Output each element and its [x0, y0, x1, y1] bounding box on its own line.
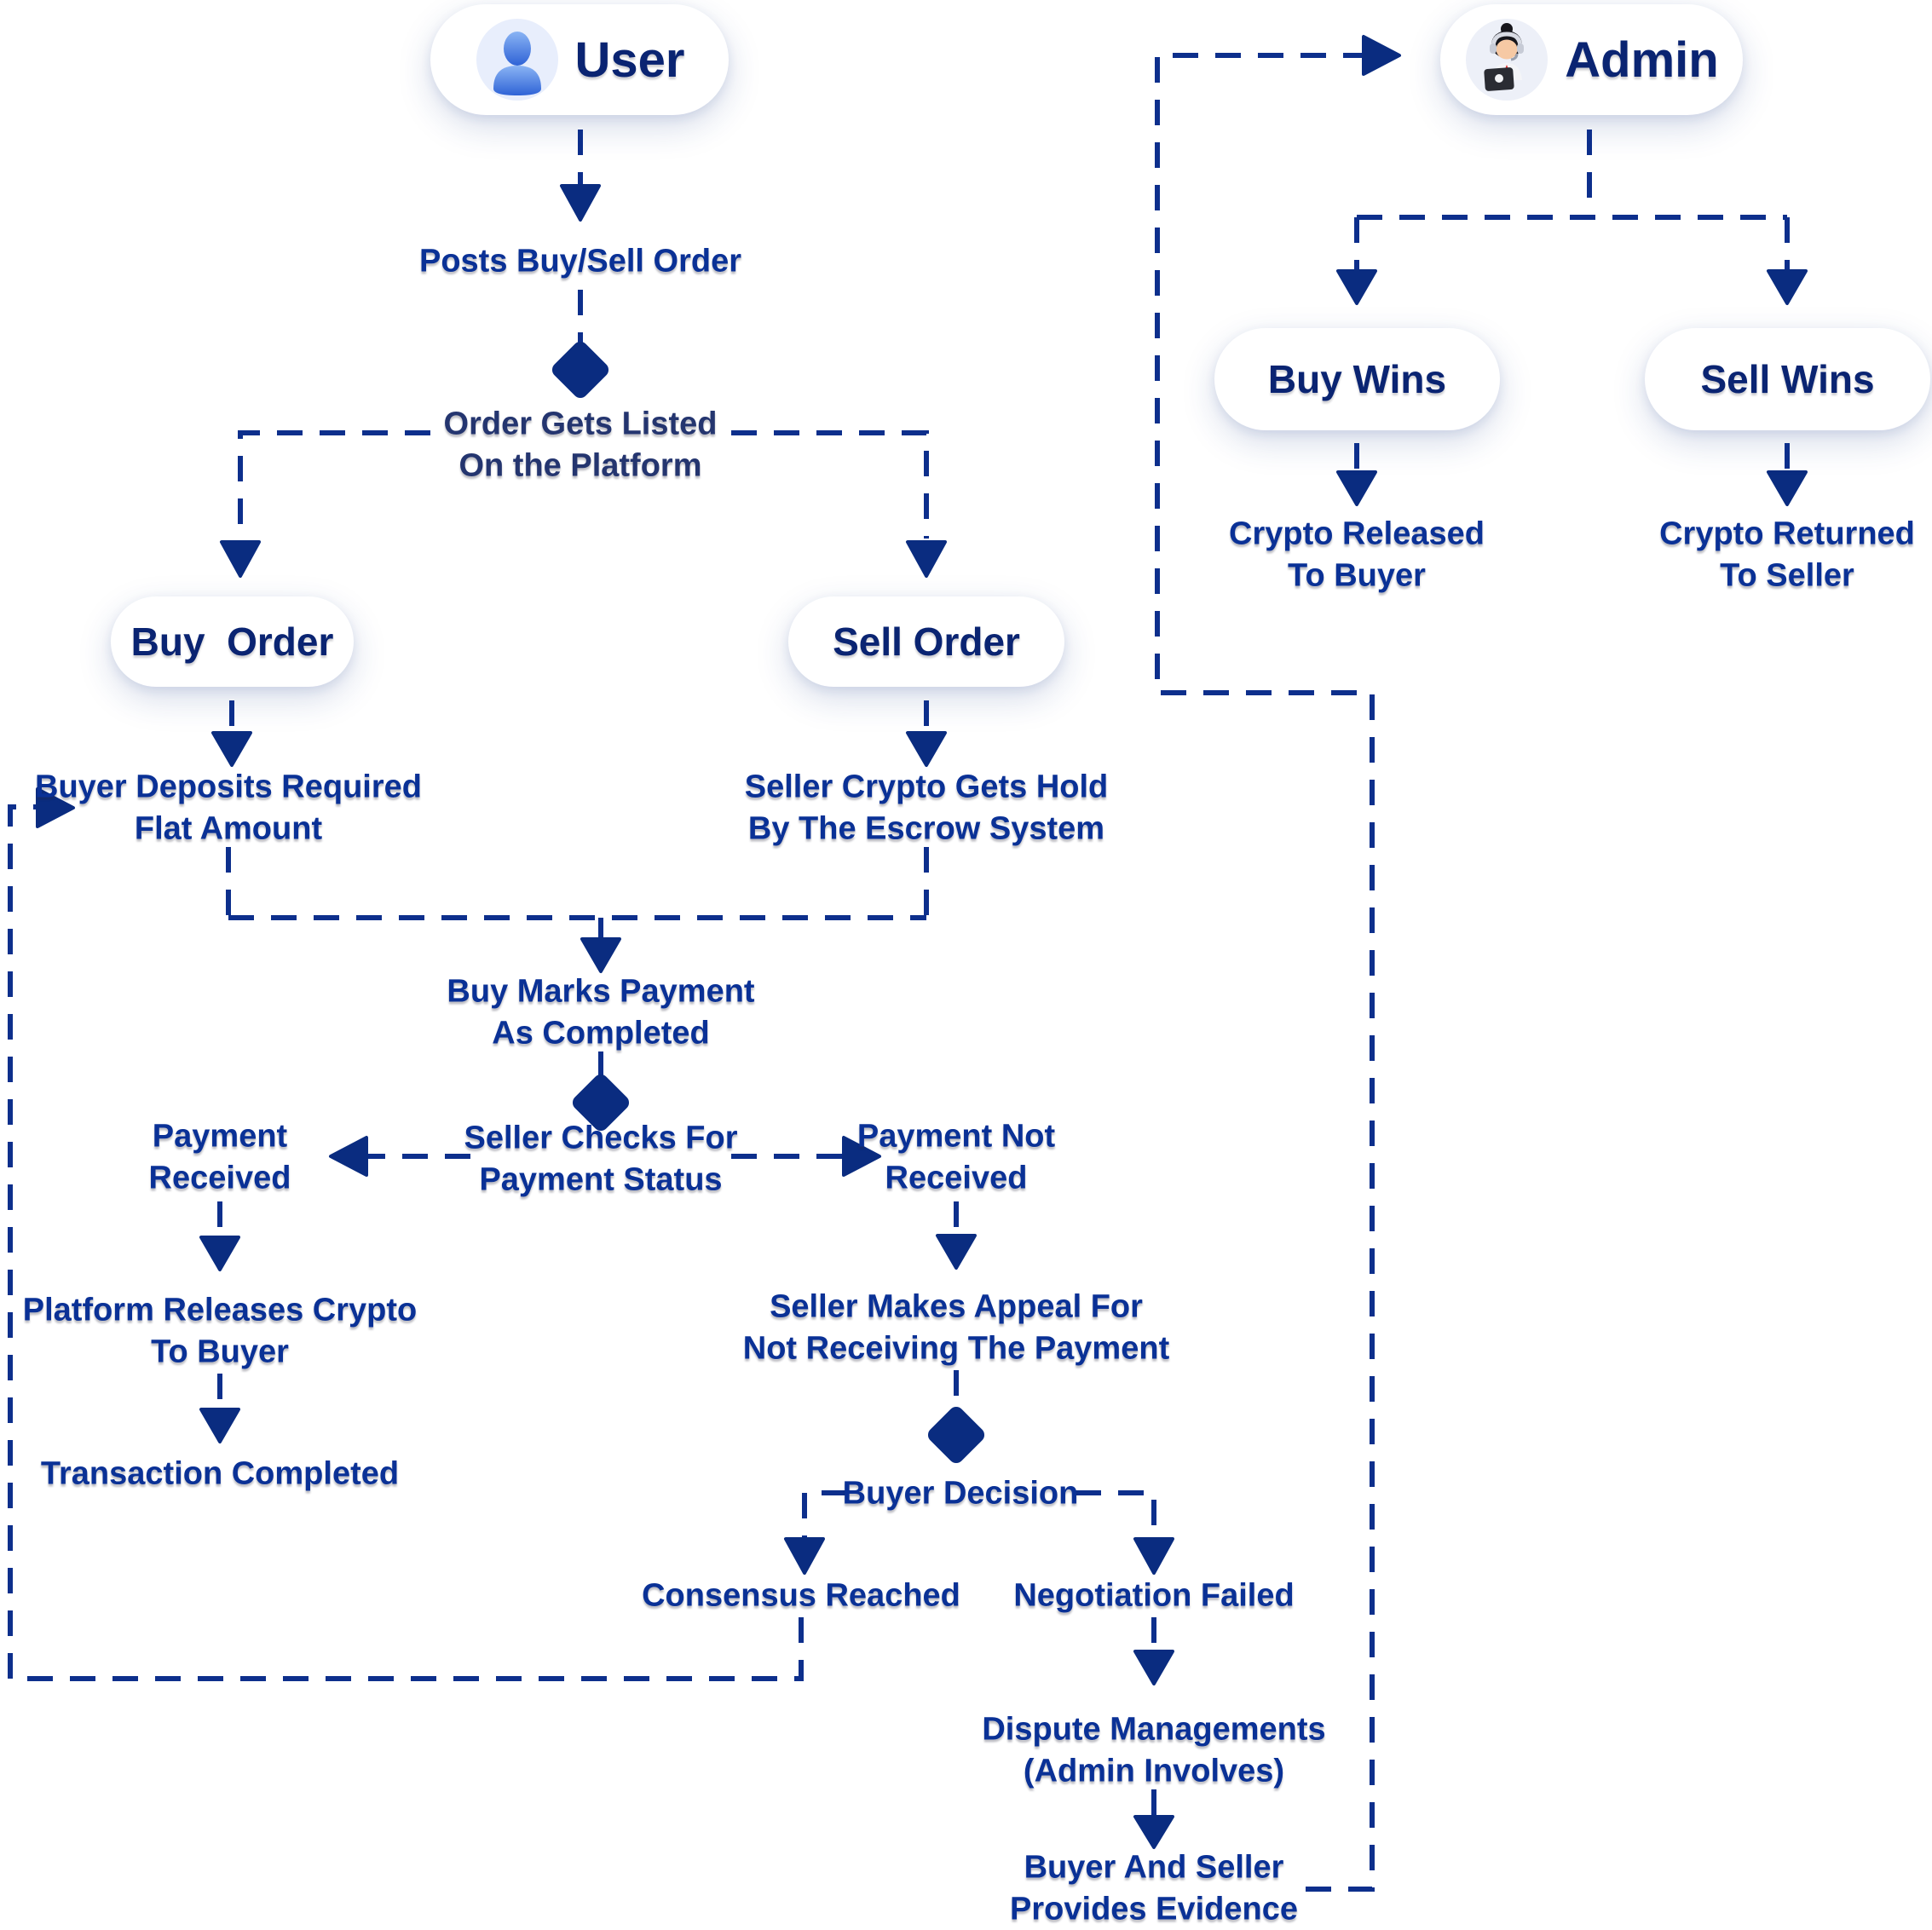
label-negotiation-failed: Negotiation Failed	[1013, 1577, 1295, 1614]
label-seller-checks: Seller Checks For Payment Status	[464, 1117, 737, 1200]
connector-dispute-evidence	[1133, 1789, 1174, 1849]
node-buy-wins: Buy Wins	[1214, 328, 1500, 430]
label-order-listed: Order Gets Listed On the Platform	[444, 403, 718, 486]
node-buy-order: Buy Order	[111, 596, 354, 687]
connector-admin-split	[1336, 130, 1808, 305]
label-payment-not-received-line2: Received	[885, 1160, 1028, 1195]
node-sell-wins-label: Sell Wins	[1700, 357, 1875, 401]
label-seller-checks-line1: Seller Checks For	[464, 1120, 738, 1156]
label-crypto-returned-line2: To Seller	[1720, 557, 1854, 593]
label-buy-marks-line1: Buy Marks Payment	[447, 973, 755, 1010]
label-seller-escrow-line2: By The Escrow System	[747, 810, 1105, 846]
node-admin-label: Admin	[1565, 32, 1719, 88]
label-seller-appeal-line1: Seller Makes Appeal For	[770, 1288, 1143, 1325]
connector-buywins-released	[1336, 443, 1377, 506]
label-crypto-released: Crypto Released To Buyer	[1229, 513, 1485, 596]
label-seller-escrow: Seller Crypto Gets Hold By The Escrow Sy…	[745, 766, 1109, 849]
label-order-listed-line2: On the Platform	[458, 447, 702, 483]
label-buy-marks: Buy Marks Payment As Completed	[447, 971, 754, 1053]
node-user: User	[430, 4, 729, 115]
label-buyer-deposits-line1: Buyer Deposits Required	[35, 769, 422, 805]
label-payment-received: Payment Received	[149, 1115, 291, 1198]
connector-listed-sell-order	[731, 430, 947, 578]
connector-user-posts	[560, 130, 601, 222]
connector-sell-order-escrow	[906, 700, 947, 767]
node-buy-order-label: Buy Order	[130, 619, 334, 664]
node-sell-order: Sell Order	[788, 596, 1064, 687]
node-admin: Admin	[1440, 4, 1743, 115]
connector-merge-buy-marks	[226, 847, 929, 973]
connector-consensus-loopback	[8, 787, 804, 1681]
connector-listed-buy-order	[220, 430, 430, 578]
label-dispute-management-line2: (Admin Involves)	[1023, 1753, 1285, 1789]
label-crypto-released-line1: Crypto Released	[1229, 516, 1485, 552]
node-sell-order-label: Sell Order	[833, 619, 1020, 664]
connector-negotiation-dispute	[1133, 1617, 1174, 1685]
connector-received-releases	[199, 1201, 240, 1271]
label-payment-not-received-line1: Payment Not	[856, 1118, 1056, 1155]
label-buyer-deposits-line2: Flat Amount	[134, 810, 323, 846]
connector-appeal-decision	[927, 1370, 985, 1464]
label-dispute-management: Dispute Managements (Admin Involves)	[982, 1708, 1325, 1791]
label-buy-marks-line2: As Completed	[492, 1015, 710, 1051]
node-buy-wins-label: Buy Wins	[1267, 357, 1447, 401]
connector-checks-received	[329, 1136, 470, 1177]
connector-sellwins-returned	[1767, 443, 1808, 506]
connector-releases-completed	[199, 1374, 240, 1443]
connector-decision-consensus	[784, 1490, 847, 1575]
connector-marks-checks	[572, 1051, 630, 1132]
node-sell-wins: Sell Wins	[1645, 328, 1930, 430]
label-consensus-reached: Consensus Reached	[642, 1577, 960, 1614]
user-icon	[475, 17, 560, 102]
label-provides-evidence-line2: Provides Evidence	[1010, 1891, 1298, 1927]
connector-not-received-appeal	[936, 1201, 977, 1270]
label-seller-checks-line2: Payment Status	[479, 1161, 723, 1197]
label-payment-received-line1: Payment	[152, 1118, 288, 1155]
label-buyer-decision: Buyer Decision	[842, 1475, 1079, 1512]
node-user-label: User	[574, 32, 685, 88]
label-platform-releases-line1: Platform Releases Crypto	[22, 1292, 418, 1328]
label-payment-received-line2: Received	[148, 1160, 291, 1195]
connector-decision-negotiation	[1076, 1490, 1174, 1575]
label-provides-evidence: Buyer And Seller Provides Evidence	[1010, 1846, 1298, 1929]
connector-buy-order-deposits	[211, 700, 252, 767]
connector-evidence-admin	[1155, 35, 1401, 1892]
label-seller-appeal-line2: Not Receiving The Payment	[742, 1330, 1170, 1366]
label-order-listed-line1: Order Gets Listed	[443, 406, 718, 442]
label-platform-releases: Platform Releases Crypto To Buyer	[23, 1289, 418, 1372]
label-platform-releases-line2: To Buyer	[151, 1334, 289, 1369]
label-seller-appeal: Seller Makes Appeal For Not Receiving Th…	[743, 1286, 1169, 1368]
label-crypto-released-line2: To Buyer	[1288, 557, 1426, 593]
label-posts-order: Posts Buy/Sell Order	[418, 243, 742, 279]
label-crypto-returned: Crypto Returned To Seller	[1659, 513, 1915, 596]
label-provides-evidence-line1: Buyer And Seller	[1024, 1849, 1284, 1886]
label-payment-not-received: Payment Not Received	[857, 1115, 1055, 1198]
admin-icon	[1464, 17, 1549, 102]
label-transaction-completed: Transaction Completed	[40, 1455, 400, 1492]
connector-checks-not-received	[731, 1136, 881, 1177]
label-crypto-returned-line1: Crypto Returned	[1659, 516, 1915, 552]
label-dispute-management-line1: Dispute Managements	[982, 1711, 1326, 1748]
label-buyer-deposits: Buyer Deposits Required Flat Amount	[35, 766, 422, 849]
label-seller-escrow-line1: Seller Crypto Gets Hold	[744, 769, 1109, 805]
connector-posts-listed	[551, 290, 609, 399]
